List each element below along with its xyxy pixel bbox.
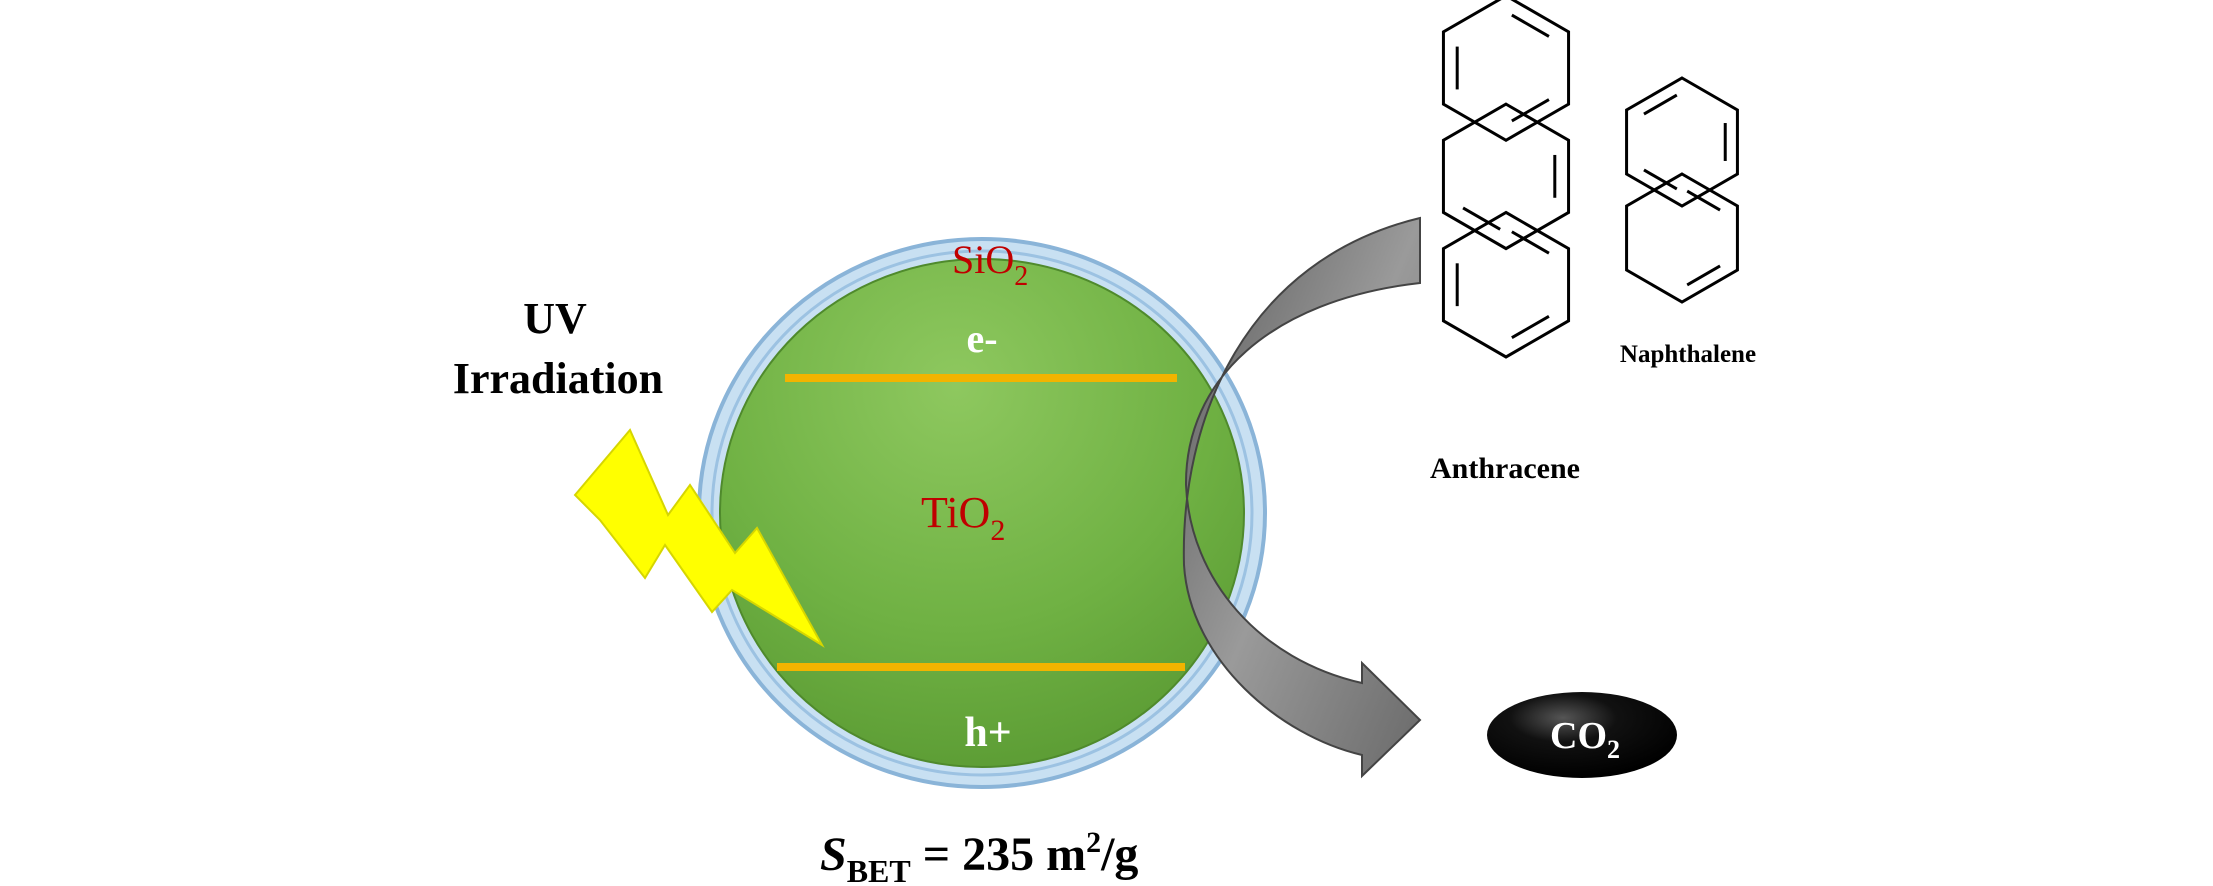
sio2-shell-inner-ring xyxy=(710,249,1254,777)
tio2-core xyxy=(719,258,1245,768)
anthracene-structure-icon xyxy=(1441,0,1571,359)
naphthalene-label: Naphthalene xyxy=(1620,341,1756,368)
sbet-label: SBET = 235 m2/g xyxy=(820,826,1138,886)
uv-label-line2: Irradiation xyxy=(453,354,663,403)
lightning-bolt-icon xyxy=(573,428,825,648)
electron-label: e- xyxy=(966,316,997,361)
hole-label: h+ xyxy=(964,710,1011,756)
co2-ellipse xyxy=(1487,692,1677,778)
naphthalene-structure-icon xyxy=(1625,76,1739,304)
co2-label: CO2 xyxy=(1550,715,1620,764)
curved-arrow-icon xyxy=(1182,216,1422,779)
uv-label-line1: UV xyxy=(523,294,587,343)
anthracene-label: Anthracene xyxy=(1430,452,1580,485)
sio2-label: SiO2 xyxy=(952,237,1028,292)
particle xyxy=(697,237,1267,789)
tio2-label: TiO2 xyxy=(921,488,1005,547)
